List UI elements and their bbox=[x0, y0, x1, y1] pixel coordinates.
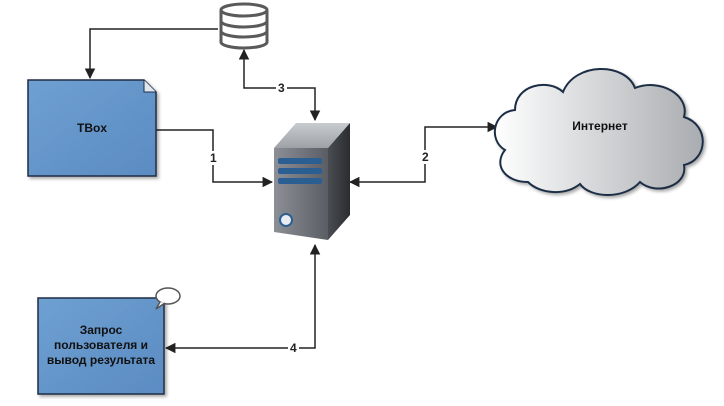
database-icon bbox=[219, 2, 269, 50]
internet-label: Интернет bbox=[572, 118, 628, 133]
edge-db-tbox-line bbox=[84, 28, 218, 80]
server-icon bbox=[274, 123, 350, 240]
internet-cloud bbox=[493, 68, 704, 196]
speech-bubble-icon bbox=[155, 287, 181, 310]
edge-4-label: 4 bbox=[288, 341, 299, 355]
tbox-label: TBox bbox=[77, 120, 107, 135]
user-request-label: Запрос пользователя и вывод результата bbox=[46, 322, 156, 367]
edge-2-label: 2 bbox=[420, 150, 431, 164]
tbox-node bbox=[27, 79, 157, 177]
user-request-node bbox=[37, 297, 165, 395]
edge-3-label: 3 bbox=[276, 81, 287, 95]
edge-1-label: 1 bbox=[208, 151, 219, 165]
edge-4-line bbox=[164, 243, 321, 354]
